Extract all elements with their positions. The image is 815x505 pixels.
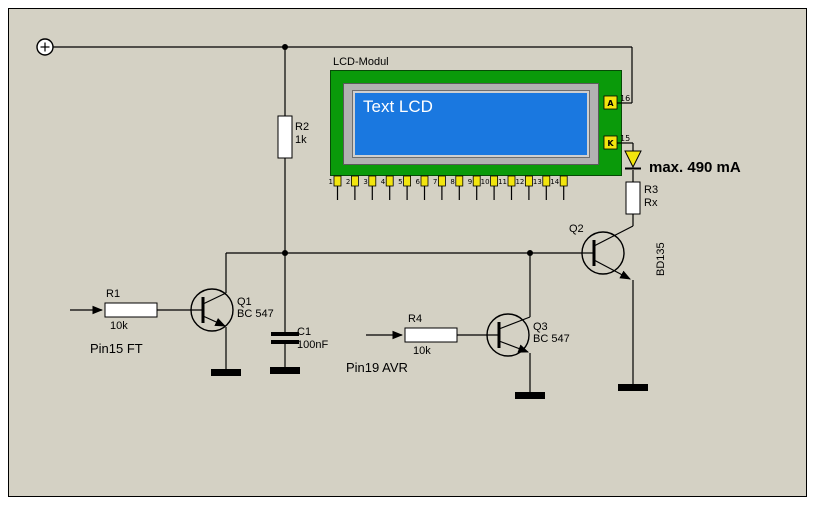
transistor-circle <box>486 313 530 357</box>
lcd-pin-number: 10 <box>481 178 490 186</box>
r3-value-label: Rx <box>644 197 658 209</box>
lcd-pad-cathode-number: 15 <box>620 134 630 143</box>
lcd-pad-anode-letter: A <box>607 99 614 108</box>
lcd-pin-pad <box>403 175 412 187</box>
r2-value-label: 1k <box>295 134 307 146</box>
r2-ref-label: R2 <box>295 121 310 133</box>
lcd-pin-pad <box>350 175 359 187</box>
lcd-pin-number: 13 <box>533 178 542 186</box>
lcd-pin-pad <box>385 175 394 187</box>
resistor-r1 <box>104 302 158 318</box>
lcd-bezel: Text LCD <box>343 83 599 165</box>
lcd-pad-cathode <box>603 135 618 150</box>
lcd-pin-pad <box>368 175 377 187</box>
lcd-module: Text LCD <box>330 70 622 176</box>
transistor-collector <box>498 316 531 330</box>
resistor-r2 <box>277 115 293 159</box>
led-symbol <box>624 150 642 170</box>
lcd-pin-pad <box>333 175 342 187</box>
q2-ref-label: Q2 <box>569 223 584 235</box>
junction-dot <box>282 250 288 256</box>
capacitor-c1 <box>271 332 299 344</box>
lcd-pin-number: 9 <box>468 178 472 186</box>
lcd-pin-pad <box>490 175 499 187</box>
lcd-pad-cathode-letter: K <box>607 139 614 148</box>
lcd-module-label: LCD-Modul <box>333 56 389 68</box>
lcd-backlight-pads: A 16 K 15 <box>603 94 630 150</box>
lcd-pin-pad <box>420 175 429 187</box>
q3-ref-label: Q3 <box>533 321 548 333</box>
transistor-emitter <box>202 315 226 327</box>
lcd-pin-number: 3 <box>363 178 367 186</box>
lcd-pin-pad <box>542 175 551 187</box>
lcd-pin-number: 4 <box>381 178 386 186</box>
lcd-pin-number: 6 <box>416 178 421 186</box>
lcd-screen: Text LCD <box>353 91 589 157</box>
transistor-q3 <box>486 313 531 357</box>
input-pin19-label: Pin19 AVR <box>346 360 408 375</box>
q1-type-label: BC 547 <box>237 308 274 320</box>
lcd-pin-number: 14 <box>550 178 559 186</box>
transistor-collector <box>593 225 634 247</box>
power-plus-terminal <box>36 38 54 56</box>
lcd-pin-number: 12 <box>515 178 524 186</box>
lcd-pad-anode <box>603 95 618 110</box>
lcd-pin-pad <box>455 175 464 187</box>
resistor-r3 <box>625 181 641 215</box>
lcd-pin-pad <box>525 175 533 187</box>
ground-symbol-q1 <box>211 369 241 376</box>
lcd-pin-pad <box>559 175 568 187</box>
transistor-q1 <box>190 288 234 332</box>
lcd-pad-anode-number: 16 <box>620 94 630 103</box>
lcd-pin-number: 7 <box>433 178 437 186</box>
r1-ref-label: R1 <box>106 288 121 300</box>
resistor-r4 <box>404 327 458 343</box>
ground-symbol-q2 <box>618 384 648 391</box>
lcd-pin-number: 11 <box>498 178 507 186</box>
r4-value-label: 10k <box>413 345 431 357</box>
max-current-label: max. 490 mA <box>649 159 741 176</box>
q2-type-label: BD135 <box>655 242 667 276</box>
q1-ref-label: Q1 <box>237 296 252 308</box>
lcd-pin-number: 5 <box>398 178 402 186</box>
input-pin15-label: Pin15 FT <box>90 341 143 356</box>
lcd-pin-pad <box>507 175 516 187</box>
capacitor-plate <box>271 340 299 344</box>
wires <box>53 46 634 392</box>
junction-dot <box>527 250 533 256</box>
diode-triangle-icon <box>624 150 642 169</box>
r3-ref-label: R3 <box>644 184 659 196</box>
transistor-q2 <box>581 225 634 280</box>
capacitor-plate <box>271 332 299 336</box>
transistor-emitter <box>593 259 631 280</box>
c1-ref-label: C1 <box>297 326 312 338</box>
lcd-pin-number: 8 <box>450 178 454 186</box>
r1-value-label: 10k <box>110 320 128 332</box>
junction-dot <box>282 44 288 50</box>
lcd-pin-pad <box>437 175 446 187</box>
ground-symbol-q3 <box>515 392 545 399</box>
q3-type-label: BC 547 <box>533 333 570 345</box>
transistor-collector <box>202 292 227 305</box>
lcd-pin-number: 2 <box>346 178 350 186</box>
ground-symbol-c1 <box>270 367 300 374</box>
transistor-emitter <box>498 340 530 353</box>
r4-ref-label: R4 <box>408 313 423 325</box>
c1-value-label: 100nF <box>297 339 329 351</box>
lcd-pin-number: 1 <box>329 178 333 186</box>
lcd-screen-text: Text LCD <box>363 97 433 116</box>
lcd-pin-pad <box>472 175 481 187</box>
transistor-circle <box>190 288 234 332</box>
